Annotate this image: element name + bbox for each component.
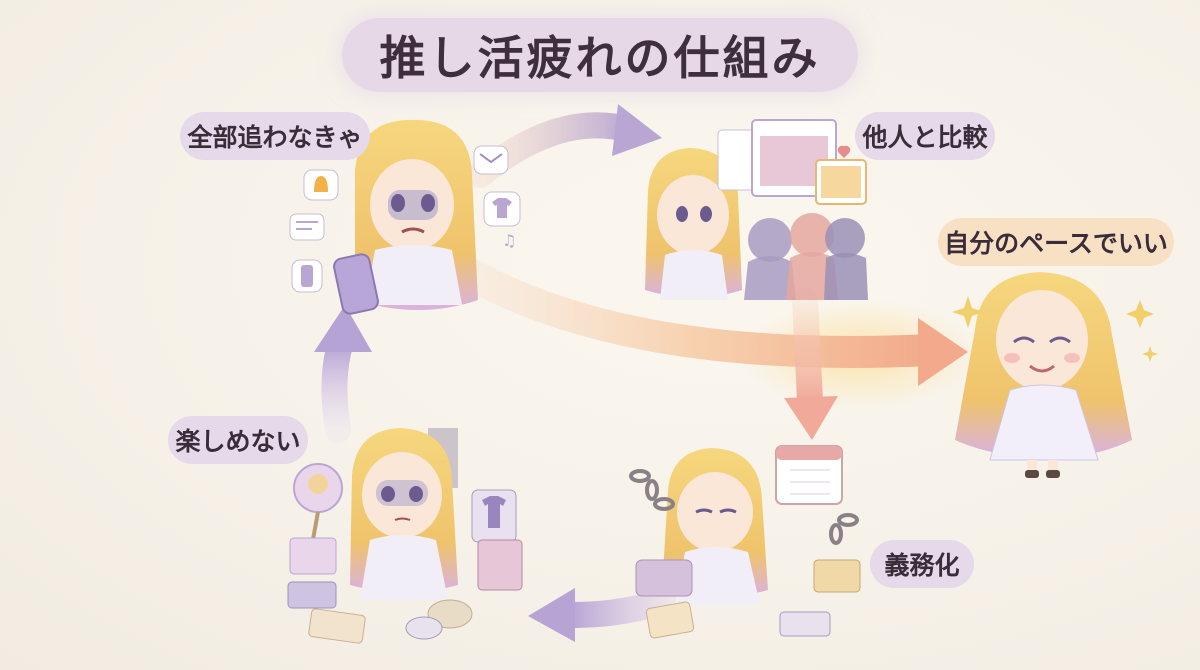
label-text: 他人と比較 — [862, 123, 988, 152]
label-top-left: 全部追わなきゃ — [180, 112, 370, 160]
label-top-right: 他人と比較 — [855, 112, 995, 160]
girl-unhappy — [287, 428, 523, 644]
girl-stressed-phone: ♫ — [289, 119, 521, 315]
girl-happy — [952, 272, 1158, 478]
phone-icon — [291, 259, 323, 293]
girl-comparing — [645, 119, 868, 300]
arrow-up — [314, 305, 372, 443]
chat-icon — [289, 213, 325, 241]
label-text: 楽しめない — [175, 427, 301, 456]
page-title: 推し活疲れの仕組み — [379, 31, 821, 85]
arrow-down — [784, 287, 838, 440]
label-bottom-right: 義務化 — [870, 540, 974, 588]
label-right: 自分のペースでいい — [938, 218, 1174, 266]
label-text: 自分のペースでいい — [944, 229, 1168, 258]
tshirt-icon — [483, 191, 521, 227]
label-left: 楽しめない — [168, 416, 308, 464]
mail-icon — [473, 145, 509, 175]
label-text: 義務化 — [884, 551, 960, 580]
fan-item — [293, 463, 343, 546]
sparkle-icon — [952, 296, 1158, 362]
calendar-icon — [775, 445, 843, 505]
girl-obligation — [629, 445, 861, 639]
bell-icon — [303, 169, 339, 201]
chain-icon — [629, 469, 859, 545]
heart-icon — [837, 145, 851, 158]
label-text: 全部追わなきゃ — [187, 123, 363, 152]
arrow-escape — [439, 249, 968, 386]
title-banner: 推し活疲れの仕組み — [342, 18, 858, 92]
music-note-icon: ♫ — [502, 231, 516, 250]
